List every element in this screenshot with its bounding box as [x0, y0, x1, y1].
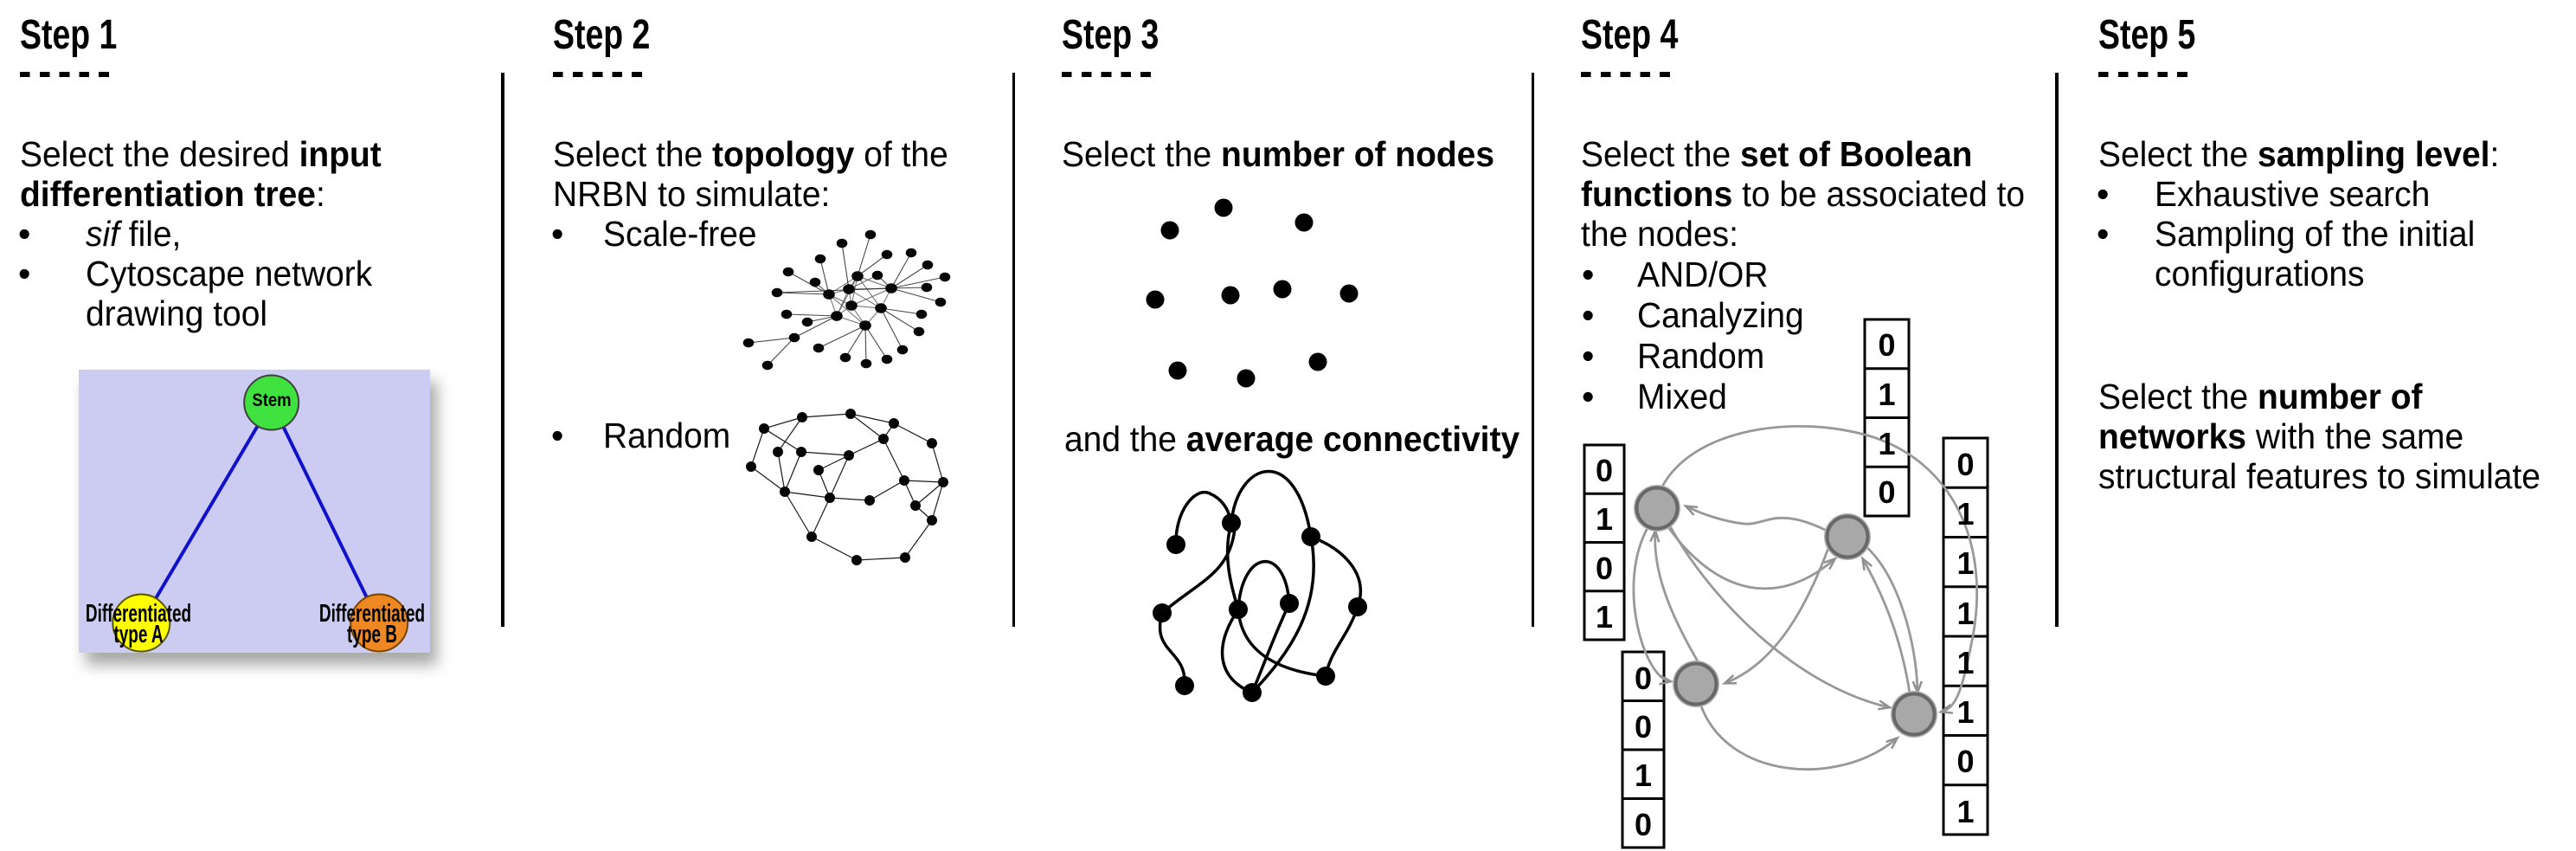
svg-text:0: 0: [1635, 661, 1652, 696]
svg-text:1: 1: [1878, 426, 1895, 461]
svg-text:0: 0: [1635, 807, 1652, 842]
svg-text:0: 0: [1878, 327, 1895, 363]
svg-text:1: 1: [1878, 377, 1895, 412]
svg-text:0: 0: [1956, 447, 1974, 482]
svg-text:1: 1: [1635, 758, 1652, 793]
svg-text:0: 0: [1956, 744, 1974, 779]
svg-text:0: 0: [1878, 474, 1895, 510]
svg-text:1: 1: [1596, 599, 1613, 635]
svg-text:0: 0: [1635, 709, 1652, 745]
svg-text:1: 1: [1956, 645, 1974, 680]
svg-text:0: 0: [1596, 453, 1613, 488]
svg-text:1: 1: [1956, 496, 1974, 532]
svg-text:1: 1: [1956, 596, 1974, 631]
svg-text:1: 1: [1956, 694, 1974, 730]
svg-text:0: 0: [1596, 551, 1613, 586]
svg-text:1: 1: [1956, 794, 1974, 829]
svg-text:1: 1: [1956, 545, 1974, 581]
svg-text:1: 1: [1596, 501, 1613, 537]
